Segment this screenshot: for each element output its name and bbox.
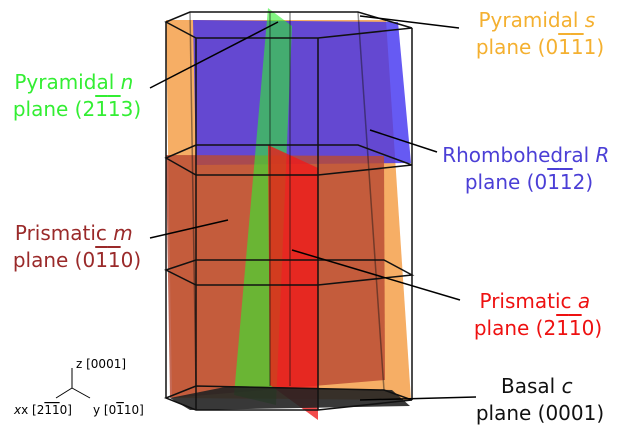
x-axis-line bbox=[55, 387, 73, 399]
rhombohedral-r-label: Rhombohedral R plane (0112) bbox=[442, 143, 616, 194]
prismatic-a-label: Prismatic a plane (2110) bbox=[474, 289, 602, 340]
leader-pyramidal-n bbox=[149, 21, 279, 89]
pyramidal-n-label: Pyramidal n plane (2113) bbox=[13, 70, 141, 121]
pyramidal-s-label: Pyramidal s plane (0111) bbox=[476, 8, 604, 59]
rhombohedral-r-plane bbox=[193, 20, 411, 165]
leader-basal-c bbox=[359, 396, 477, 401]
prismatic-a-plane bbox=[268, 145, 318, 420]
leader-lines bbox=[149, 15, 477, 401]
leader-rhombohedral-r bbox=[369, 129, 438, 153]
y-axis-label: y [0110] bbox=[93, 403, 144, 417]
x-axis-label: xx [2110] bbox=[13, 403, 72, 417]
z-axis-label: z [0001] bbox=[76, 357, 126, 371]
prismatic-m-label: Prismatic m plane (0110) bbox=[13, 221, 141, 272]
basal-c-label: Basal c plane (0001) bbox=[476, 374, 604, 425]
leader-prismatic-a bbox=[291, 249, 461, 301]
hexagonal-prism-wireframe bbox=[163, 11, 415, 411]
y-axis-line bbox=[71, 387, 91, 399]
leader-pyramidal-s bbox=[359, 15, 460, 29]
basal-c-plane bbox=[170, 386, 410, 410]
axes-triad bbox=[55, 368, 91, 399]
leader-prismatic-m bbox=[149, 219, 229, 239]
